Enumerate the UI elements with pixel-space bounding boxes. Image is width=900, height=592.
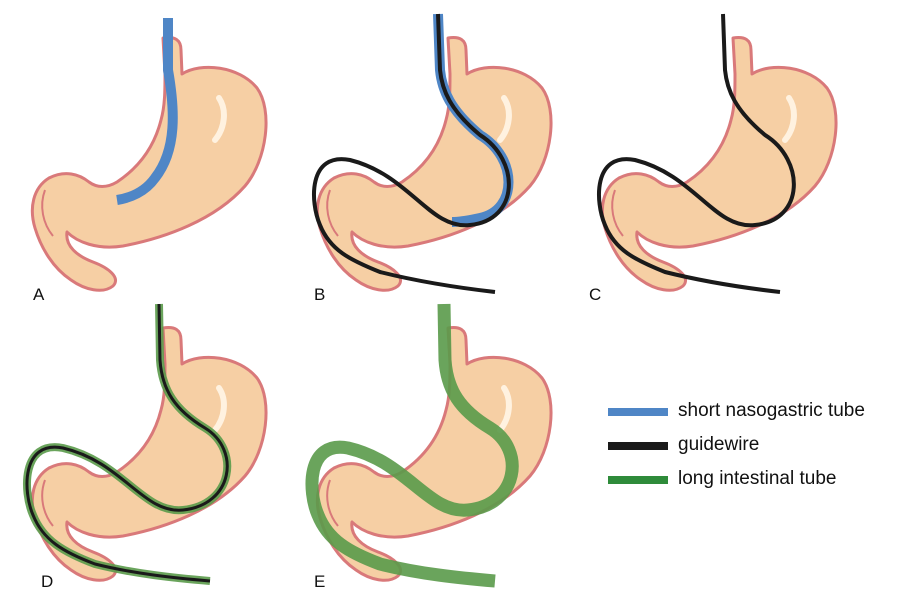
stomach-illustration-c xyxy=(575,10,860,300)
panel-a: A xyxy=(5,10,290,300)
panel-label-d: D xyxy=(41,572,53,592)
panel-label-c: C xyxy=(589,285,601,305)
panel-b: B xyxy=(290,10,575,300)
panel-c: C xyxy=(575,10,860,300)
legend-label: guidewire xyxy=(678,434,759,456)
legend-item-long-tube: long intestinal tube xyxy=(608,468,900,502)
legend-swatch xyxy=(608,442,668,450)
panel-e: E xyxy=(290,300,575,590)
stomach xyxy=(317,38,551,291)
stomach xyxy=(32,328,266,581)
legend: short nasogastric tube guidewire long in… xyxy=(608,400,900,502)
panel-label-e: E xyxy=(314,572,325,592)
stomach-illustration-b xyxy=(290,10,575,300)
legend-swatch xyxy=(608,476,668,484)
stomach-body xyxy=(317,38,551,291)
legend-label: short nasogastric tube xyxy=(678,400,865,422)
legend-item-guidewire: guidewire xyxy=(608,434,900,468)
stomach-illustration-a xyxy=(5,10,290,300)
stomach-body xyxy=(32,38,266,291)
panel-d: D xyxy=(5,300,290,590)
stomach xyxy=(602,38,836,291)
stomach xyxy=(32,38,266,291)
legend-swatch xyxy=(608,408,668,416)
legend-label: long intestinal tube xyxy=(678,468,836,490)
stomach-body xyxy=(32,328,266,581)
stomach-illustration-e xyxy=(290,300,575,590)
legend-item-short-tube: short nasogastric tube xyxy=(608,400,900,434)
stomach-body xyxy=(602,38,836,291)
stomach-illustration-d xyxy=(5,300,290,590)
